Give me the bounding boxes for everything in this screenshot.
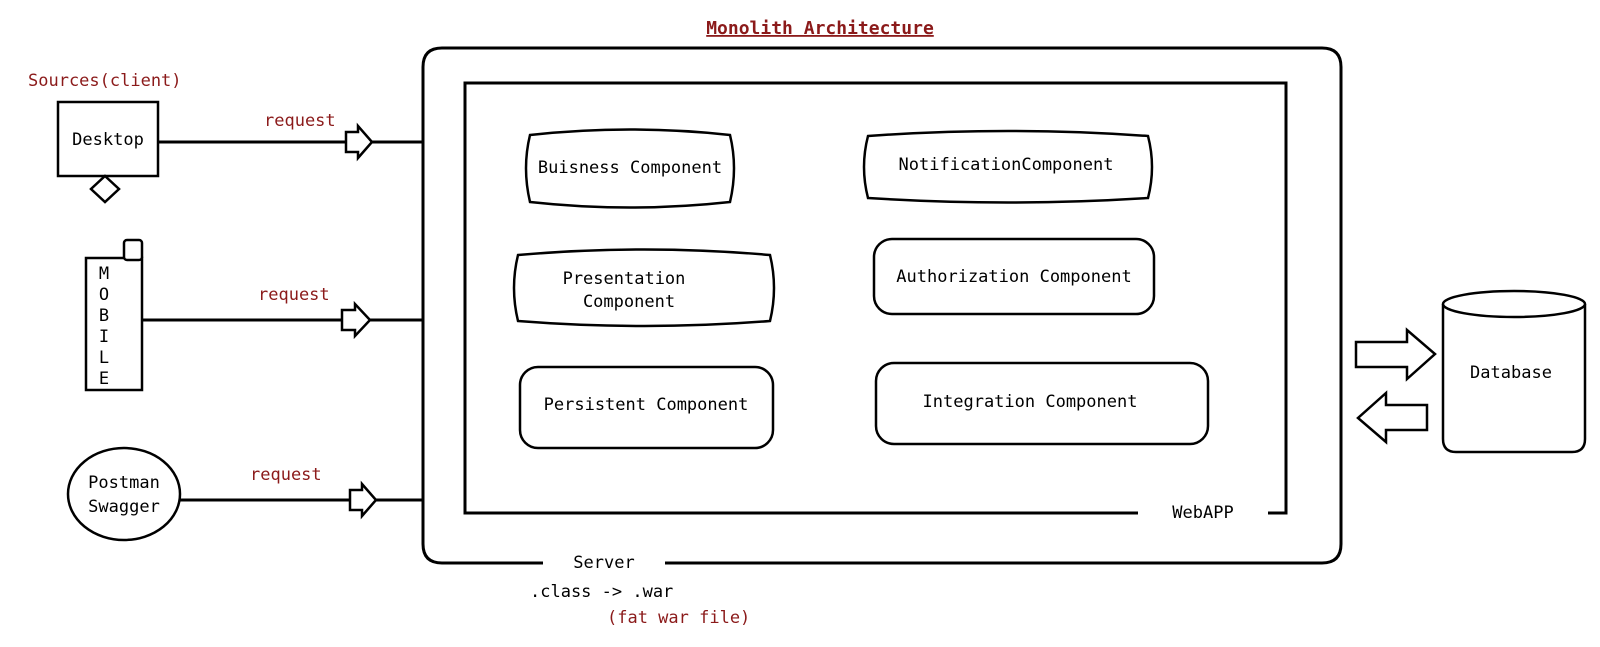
arrow-right-icon bbox=[344, 122, 374, 162]
mobile-letter: L bbox=[99, 348, 109, 368]
presentation-component-label: Presentation bbox=[563, 269, 686, 289]
presentation-component-label: Component bbox=[583, 292, 675, 312]
notification-component-label: NotificationComponent bbox=[899, 155, 1114, 175]
postman-swagger-client: Postman Swagger bbox=[66, 446, 182, 542]
database-label: Database bbox=[1470, 363, 1552, 383]
arrow-right-icon bbox=[1354, 327, 1437, 382]
request-connector-mobile: request bbox=[142, 285, 423, 340]
mobile-letter: E bbox=[99, 369, 109, 389]
mobile-letter: M bbox=[99, 264, 109, 284]
persistent-component-label: Persistent Component bbox=[544, 395, 749, 415]
server-label: Server bbox=[573, 553, 634, 573]
mobile-antenna-icon bbox=[122, 238, 144, 262]
mobile-client: M O B I L E bbox=[84, 238, 144, 392]
fat-war-note: (fat war file) bbox=[607, 608, 750, 628]
webapp-label: WebAPP bbox=[1172, 503, 1233, 523]
request-label: request bbox=[264, 111, 336, 131]
desktop-stand-icon bbox=[89, 174, 121, 204]
business-component: Buisness Component bbox=[524, 128, 736, 209]
sources-label: Sources(client) bbox=[28, 71, 182, 91]
authorization-component-label: Authorization Component bbox=[896, 267, 1131, 287]
swagger-label: Swagger bbox=[88, 497, 160, 517]
arrow-right-icon bbox=[348, 480, 378, 520]
request-label: request bbox=[258, 285, 330, 305]
notification-component: NotificationComponent bbox=[862, 129, 1154, 204]
business-component-label: Buisness Component bbox=[538, 158, 722, 178]
request-connector-postman: request bbox=[180, 465, 423, 520]
webapp-box bbox=[463, 81, 1288, 515]
mobile-letter: O bbox=[99, 285, 109, 305]
postman-ellipse bbox=[66, 446, 182, 542]
arrow-left-icon bbox=[1356, 390, 1429, 445]
desktop-box bbox=[56, 100, 160, 178]
integration-component: Integration Component bbox=[874, 361, 1210, 446]
server-box bbox=[421, 46, 1343, 565]
desktop-client: Desktop bbox=[56, 100, 160, 204]
postman-label: Postman bbox=[88, 473, 160, 493]
arrow-right-icon bbox=[340, 300, 372, 340]
authorization-component: Authorization Component bbox=[872, 237, 1156, 316]
database-cylinder: Database bbox=[1441, 289, 1587, 454]
persistent-component: Persistent Component bbox=[518, 365, 775, 450]
desktop-label: Desktop bbox=[72, 130, 144, 150]
mobile-box bbox=[84, 256, 144, 392]
mobile-letter: I bbox=[99, 327, 109, 347]
build-note: .class -> .war bbox=[530, 582, 673, 602]
request-connector-desktop: request bbox=[158, 111, 423, 162]
presentation-component: Presentation Component bbox=[512, 248, 776, 328]
integration-component-label: Integration Component bbox=[923, 392, 1138, 412]
mobile-letter: B bbox=[99, 306, 109, 326]
diagram-title: Monolith Architecture bbox=[706, 18, 934, 39]
request-label: request bbox=[250, 465, 322, 485]
